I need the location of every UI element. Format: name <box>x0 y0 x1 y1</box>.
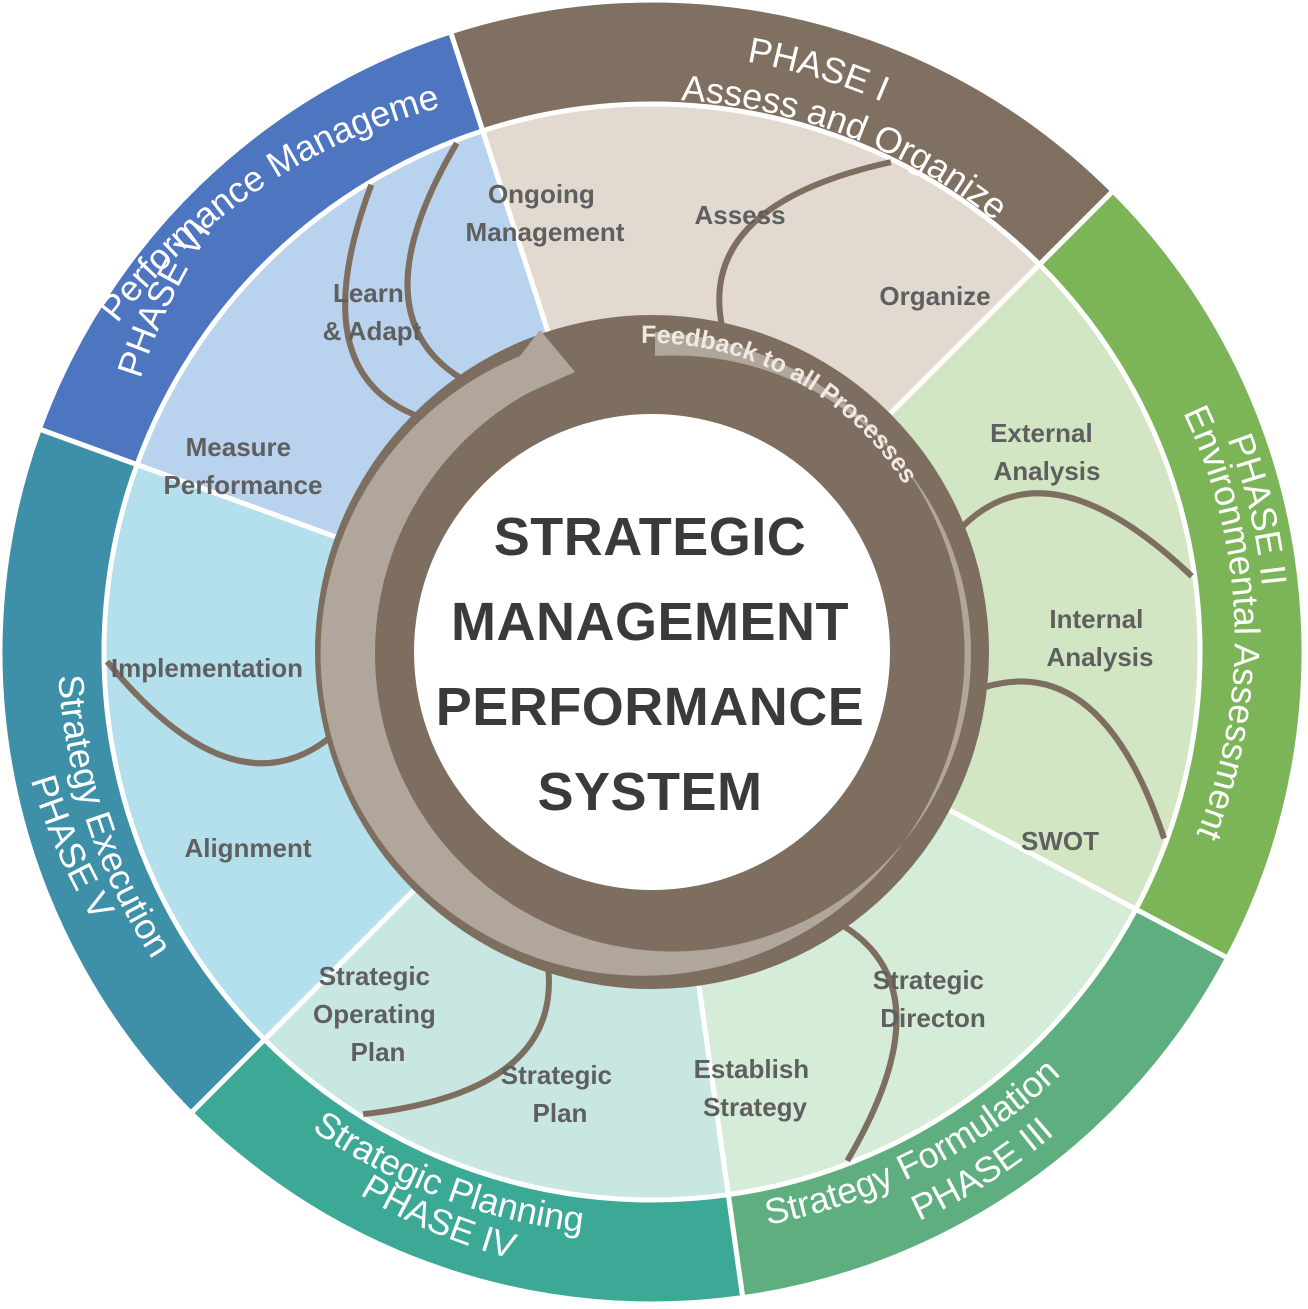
step-strategic-operating-plan: Strategic Operating Plan <box>313 961 443 1067</box>
phase-6-steps: Measure Performance Learn & Adapt Ongoin… <box>164 179 625 500</box>
step-organize: Organize <box>879 281 990 311</box>
step-external-analysis: External Analysis <box>990 418 1100 486</box>
center-circle <box>414 414 890 890</box>
phase-5-steps: Alignment Implementation <box>111 653 312 863</box>
step-alignment: Alignment <box>184 833 311 863</box>
center-title-line-4: SYSTEM <box>537 762 762 822</box>
step-establish-strategy: Establish Strategy <box>694 1054 817 1122</box>
step-strategic-directon: Strategic Directon <box>873 965 992 1033</box>
phase-2-steps: External Analysis Internal Analysis SWOT <box>990 418 1153 856</box>
step-divider <box>842 923 900 1163</box>
step-measure-performance: Measure Performance <box>164 432 323 500</box>
step-divider <box>362 970 552 1118</box>
step-assess: Assess <box>694 200 785 230</box>
center-title-line-2: MANAGEMENT <box>451 592 849 652</box>
step-divider <box>404 141 462 381</box>
phase-1-steps: Assess Organize <box>694 200 990 311</box>
step-divider <box>960 490 1194 579</box>
step-dividers <box>104 141 1194 1163</box>
center-title-line-3: PERFORMANCE <box>436 677 865 737</box>
step-divider <box>342 183 417 418</box>
center-title: STRATEGIC MANAGEMENT PERFORMANCE SYSTEM <box>436 507 865 822</box>
step-implementation: Implementation <box>111 653 303 683</box>
phase-3-steps: Strategic Directon Establish Strategy <box>694 965 992 1122</box>
step-strategic-plan: Strategic Plan <box>501 1060 620 1128</box>
step-divider <box>984 678 1167 840</box>
step-divider <box>104 659 331 767</box>
step-ongoing-management: Ongoing Management <box>466 179 625 247</box>
phase-4-steps: Strategic Plan Strategic Operating Plan <box>313 961 620 1128</box>
step-divider <box>716 159 892 325</box>
step-learn-adapt: Learn & Adapt <box>323 278 422 346</box>
step-swot: SWOT <box>1021 826 1099 856</box>
step-internal-analysis: Internal Analysis <box>1047 604 1154 672</box>
center-title-line-1: STRATEGIC <box>494 507 807 567</box>
